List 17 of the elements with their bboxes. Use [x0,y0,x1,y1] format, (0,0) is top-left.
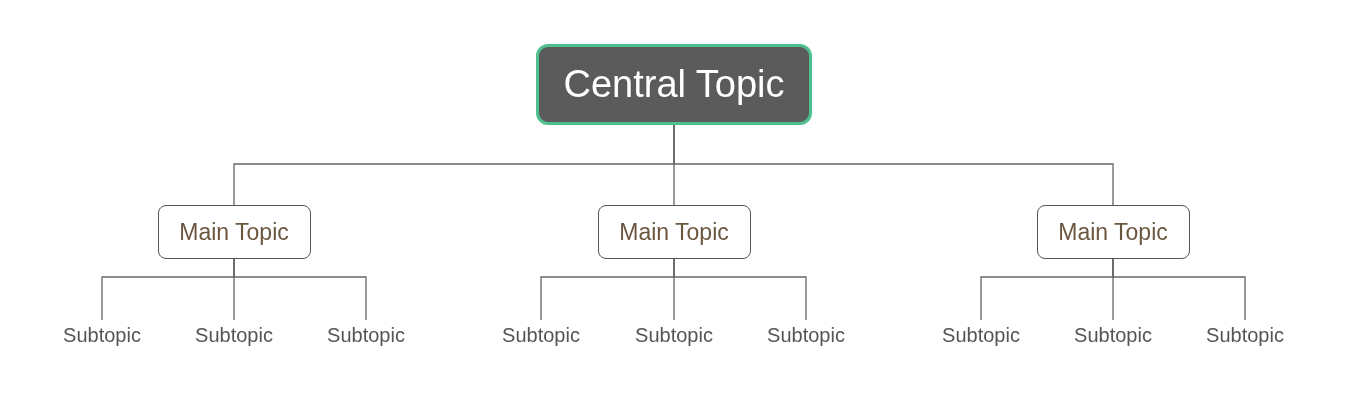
subtopic-label: Subtopic [758,320,854,350]
subtopic-label: Subtopic [186,320,282,350]
subtopic-label: Subtopic [933,320,1029,350]
central-topic-box: Central Topic [536,44,812,125]
main-topic-box: Main Topic [597,205,751,259]
subtopic-label: Subtopic [318,320,414,350]
subtopic-label: Subtopic [626,320,722,350]
main-topic-box: Main Topic [1036,205,1190,259]
subtopic-label: Subtopic [1065,320,1161,350]
connector-line [673,258,807,321]
subtopic-label: Subtopic [493,320,589,350]
connector-line [673,124,1114,206]
subtopic-label: Subtopic [54,320,150,350]
main-topic-box: Main Topic [157,205,311,259]
subtopic-label: Subtopic [1197,320,1293,350]
connector-line [1112,258,1246,321]
connector-line [233,258,367,321]
